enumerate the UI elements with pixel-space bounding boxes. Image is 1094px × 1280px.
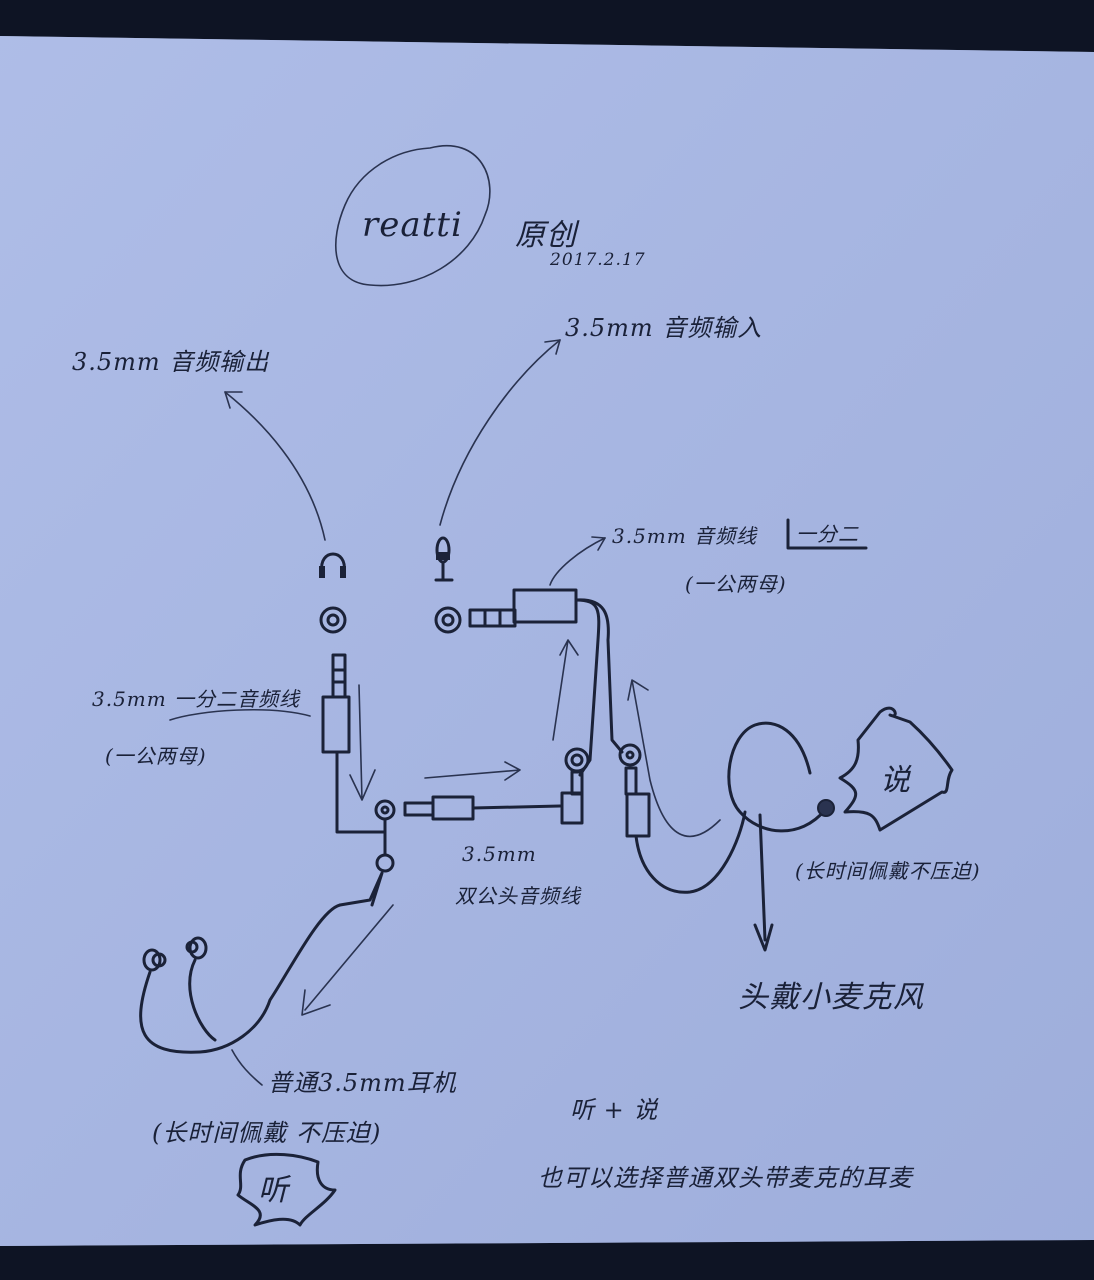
mic-jack <box>434 606 462 634</box>
right-splitter-arrow <box>549 537 606 586</box>
earphone-arrow <box>301 904 394 1016</box>
right-female-jack-1 <box>564 747 590 796</box>
earphones-comfort-note: (长时间佩戴 不压迫) <box>152 1119 382 1147</box>
earphone-pointer <box>231 1049 263 1086</box>
input-arrow <box>439 339 561 526</box>
audio-output-label: 3.5mm 音频输出 <box>72 348 270 376</box>
headphone-jack <box>319 606 347 634</box>
down-arrow <box>349 684 376 801</box>
signature-circle <box>334 145 491 287</box>
left-splitter-pointer <box>169 708 311 721</box>
microphone-icon <box>434 536 454 582</box>
earphones-label: 普通3.5mm耳机 <box>268 1069 457 1097</box>
audio-input-label: 3.5mm 音频输入 <box>565 314 763 342</box>
left-female-jack-1 <box>374 799 396 857</box>
right-splitter-plug <box>468 588 624 777</box>
earphones-drawing <box>139 871 384 1054</box>
dual-male-size: 3.5mm <box>462 842 537 866</box>
headset-mic-drawing <box>727 721 835 952</box>
speak-bubble-text: 说 <box>880 763 911 798</box>
right-splitter-type: 一分二 <box>796 522 859 546</box>
right-female-jack-2 <box>618 743 747 894</box>
right-splitter-title: 3.5mm 音频线 <box>612 524 758 548</box>
dual-male-name: 双公头音频线 <box>455 884 581 908</box>
return-arrow <box>627 679 721 838</box>
output-arrow <box>224 391 326 541</box>
left-splitter-sub: (一公两母) <box>105 744 207 768</box>
left-splitter-title: 3.5mm 一分二音频线 <box>92 687 301 711</box>
headphones-icon <box>319 552 346 578</box>
splitter-bracket <box>786 518 868 550</box>
headset-mic-label: 头戴小麦克风 <box>738 980 924 1015</box>
mic-comfort-note: (长时间佩戴不压迫) <box>795 859 981 883</box>
speak-bubble <box>838 706 954 832</box>
left-splitter-plug <box>321 653 387 834</box>
alternative-note: 也可以选择普通双头带麦克的耳麦 <box>538 1164 913 1192</box>
left-female-jack-2 <box>375 853 395 873</box>
up-arrow <box>552 639 579 741</box>
signature-date: 2017.2.17 <box>550 250 646 270</box>
right-arrow <box>424 761 521 781</box>
right-splitter-sub: (一公两母) <box>685 572 787 596</box>
listen-speak-note: 听 + 说 <box>570 1096 659 1124</box>
listen-bubble <box>236 1152 337 1227</box>
listen-bubble-text: 听 <box>258 1173 289 1208</box>
signature-brand: reatti <box>362 205 463 245</box>
signature-original-label: 原创 <box>515 218 577 253</box>
